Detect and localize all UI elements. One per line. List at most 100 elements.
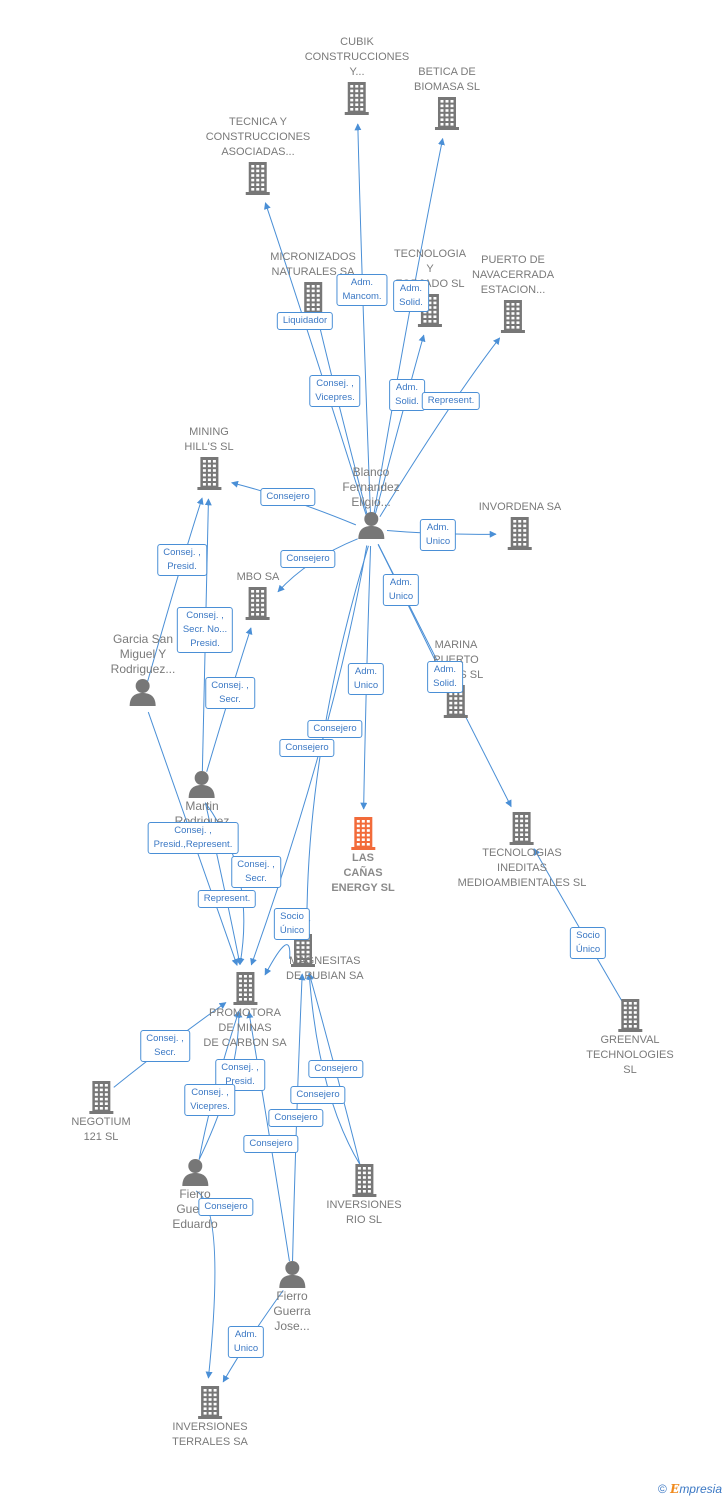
edge-label[interactable]: Adm. Solid. [427,661,463,693]
node-micronizados[interactable]: MICRONIZADOS NATURALES SA [270,250,356,316]
edge-label[interactable]: Consej. , Secr. [231,856,281,888]
edge-label[interactable]: Adm. Unico [419,519,457,551]
edge-label[interactable]: Consej. , Secr. [140,1030,190,1062]
edge-label[interactable]: Consej. , Vicepres. [309,375,361,407]
node-label: MBO SA [236,571,280,583]
building-icon [414,95,480,131]
building-icon [326,1162,401,1198]
node-label: PROMOTORA DE MINAS DE CARBON SA [203,1007,287,1049]
node-label: MICRONIZADOS NATURALES SA [270,251,356,278]
node-fierroEd[interactable]: Fierro Guerra Eduardo [172,1157,218,1232]
node-label: TECNOLOGIAS INEDITAS MEDIOAMBIENTALES SL [457,847,587,889]
edge-label[interactable]: Consej. , Vicepres. [184,1084,236,1116]
node-promotora[interactable]: PROMOTORA DE MINAS DE CARBON SA [203,970,287,1051]
node-label: INVERSIONES TERRALES SA [172,1421,248,1448]
building-icon [237,585,280,621]
node-greenval[interactable]: GREENVAL TECHNOLOGIES SL [586,997,674,1078]
building-icon [331,815,394,851]
edge-label[interactable]: Adm. Unico [227,1326,265,1358]
person-icon [342,510,399,540]
edge-label[interactable]: Adm. Unico [382,574,420,606]
node-inversionesRio[interactable]: INVERSIONES RIO SL [326,1162,402,1228]
node-magnesitas[interactable]: MAGNESITAS DE RUBIAN SA [286,932,364,982]
edge-label[interactable]: Consej. , Secr. [205,677,255,709]
edge-label[interactable]: Adm. Unico [347,663,385,695]
edge-blanco-to-cubik [354,123,371,515]
node-label: Garcia San Miguel Y Rodriguez... [110,632,176,676]
building-icon [479,515,562,551]
edge-label[interactable]: Consej. , Presid. [157,544,207,576]
person-icon [172,1157,217,1187]
building-icon [586,997,673,1033]
node-label: TECNICA Y CONSTRUCCIONES ASOCIADAS... [205,116,311,158]
node-label: CUBIK CONSTRUCCIONES Y... [304,36,410,78]
node-cubik[interactable]: CUBIK CONSTRUCCIONES Y... [304,35,410,116]
node-tecnologias[interactable]: TECNOLOGIAS INEDITAS MEDIOAMBIENTALES SL [457,810,587,891]
edge-label[interactable]: Adm. Solid. [389,379,425,411]
brand-e-logo: E [670,1482,680,1496]
node-label: Blanco Fernandez Eligio... [342,465,400,509]
node-invordena[interactable]: INVORDENA SA [478,500,562,551]
person-icon [111,677,176,707]
building-icon [305,80,410,116]
edge-label[interactable]: Represent. [197,890,257,908]
node-label: NEGOTIUM 121 SL [71,1116,131,1143]
node-blanco[interactable]: Blanco Fernandez Eligio... [342,465,400,540]
building-icon [458,810,587,846]
building-icon [172,1384,248,1420]
node-label: BETICA DE BIOMASA SL [413,66,481,93]
edge-label[interactable]: Consej. , Secr. No... Presid. [176,607,234,653]
node-label: INVORDENA SA [478,501,562,513]
node-label: PUERTO DE NAVACERRADA ESTACION... [471,254,555,296]
edge-label[interactable]: Consejero [268,1109,324,1127]
edge-label[interactable]: Socio Único [569,927,607,959]
edge-label[interactable]: Consejero [308,1060,364,1078]
edge-fierroEd-to-terrales [195,1190,216,1379]
edge-label[interactable]: Consejero [280,550,336,568]
brand-name: mpresia [679,1482,722,1496]
edge-label[interactable]: Consej. , Presid.,Represent. [147,822,239,854]
node-tecnica[interactable]: TECNICA Y CONSTRUCCIONES ASOCIADAS... [205,115,311,196]
edge-label[interactable]: Consejero [290,1086,346,1104]
node-lascanas[interactable]: LAS CAÑAS ENERGY SL [331,815,395,896]
edge-label[interactable]: Consejero [198,1198,254,1216]
node-label: MINING HILL'S SL [184,426,234,453]
node-terrales[interactable]: INVERSIONES TERRALES SA [172,1384,248,1450]
node-negotium[interactable]: NEGOTIUM 121 SL [71,1079,131,1145]
node-fierroJose[interactable]: Fierro Guerra Jose... [273,1259,311,1334]
edge-blanco-to-puerto [379,337,501,517]
edge-label[interactable]: Consejero [260,488,316,506]
copyright-symbol: © [657,1482,667,1496]
edge-label[interactable]: Socio Único [273,908,311,940]
person-icon [175,769,230,799]
node-label: LAS CAÑAS ENERGY SL [331,852,395,894]
building-icon [184,455,233,491]
node-betica[interactable]: BETICA DE BIOMASA SL [414,65,480,131]
person-icon [273,1259,310,1289]
edge-inversionesRio-to-magnesitas [306,972,361,1165]
node-mining[interactable]: MINING HILL'S SL [184,425,234,491]
edge-label[interactable]: Adm. Solid. [393,280,429,312]
empresia-brand[interactable]: © Empresia [658,1482,722,1496]
building-icon [206,160,311,196]
node-label: GREENVAL TECHNOLOGIES SL [586,1034,674,1076]
building-icon [71,1079,130,1115]
edge-label[interactable]: Liquidador [276,312,334,330]
edge-label[interactable]: Represent. [421,392,481,410]
node-garcia[interactable]: Garcia San Miguel Y Rodriguez... [110,632,176,707]
edge-label[interactable]: Consejero [243,1135,299,1153]
node-mbo[interactable]: MBO SA [236,570,280,621]
building-icon [203,970,286,1006]
edge-label[interactable]: Adm. Mancom. [336,274,388,306]
edge-magnesitas-to-promotora [264,944,291,976]
node-label: INVERSIONES RIO SL [326,1199,402,1226]
node-puerto[interactable]: PUERTO DE NAVACERRADA ESTACION... [472,253,554,334]
edge-label[interactable]: Consejero [307,720,363,738]
node-label: Fierro Guerra Jose... [273,1289,311,1333]
node-label: MAGNESITAS DE RUBIAN SA [286,955,364,982]
node-label: Fierro Guerra Eduardo [172,1187,218,1231]
edge-label[interactable]: Consejero [279,739,335,757]
edge-blanco-to-tecnica [264,202,367,515]
building-icon [472,298,554,334]
